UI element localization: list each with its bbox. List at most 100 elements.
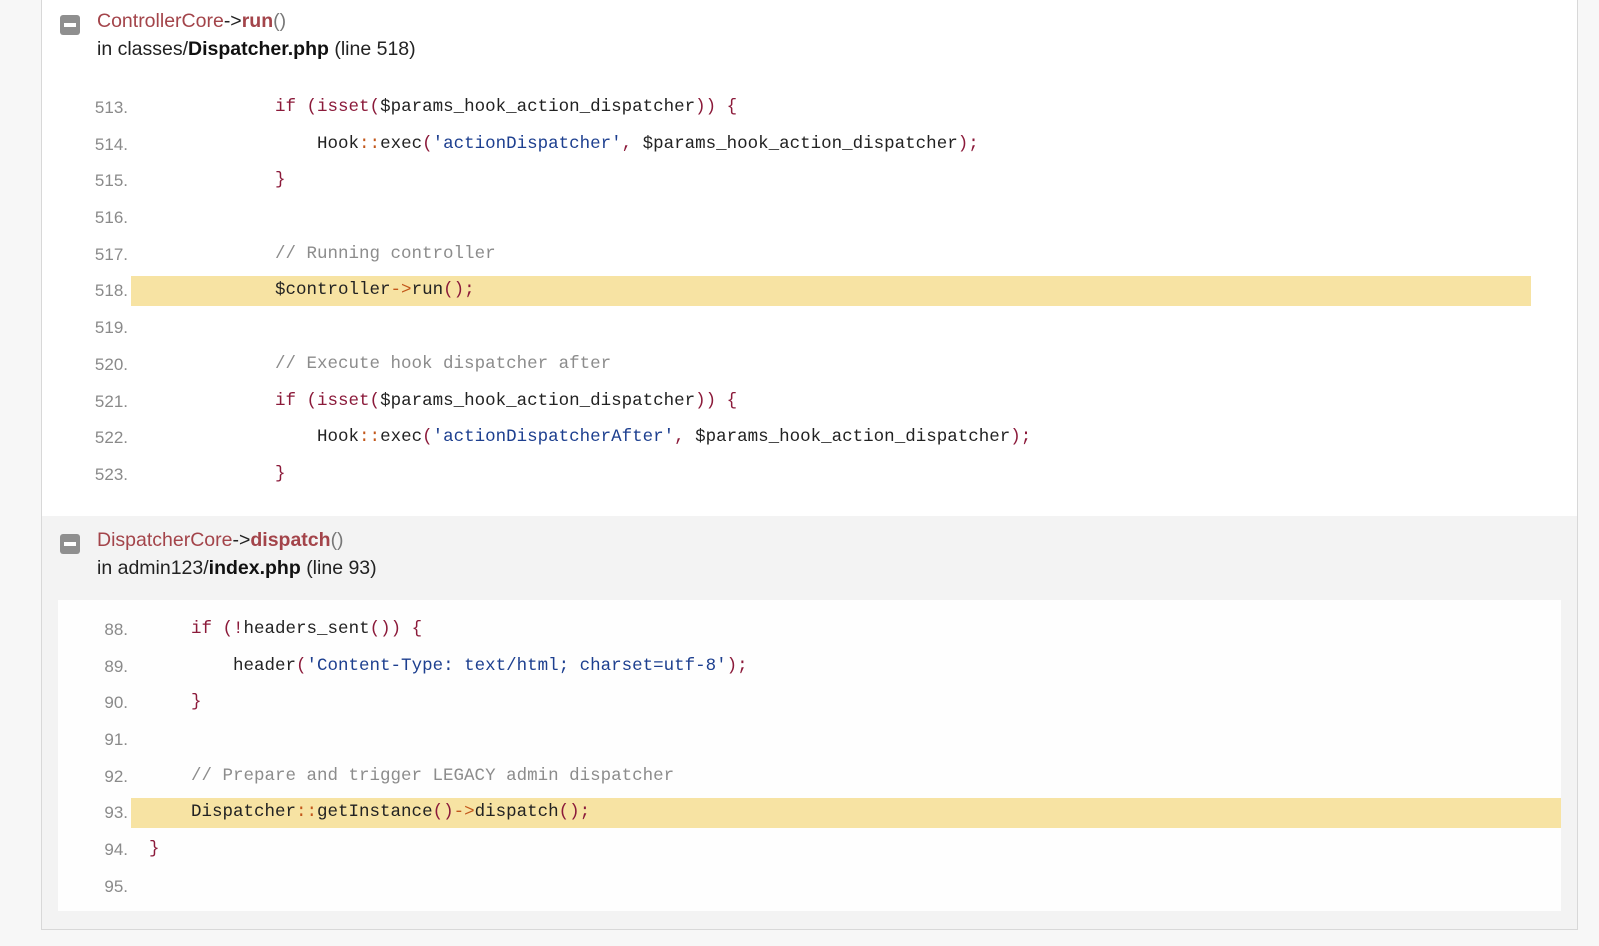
code-token: ::: [359, 427, 381, 448]
code-token: dispatch: [474, 802, 559, 823]
highlighted-line: [131, 276, 1531, 307]
code-line: 93. Dispatcher::getInstance()->dispatch(…: [58, 795, 1561, 832]
line-number: 520.: [94, 354, 128, 374]
code-line: 95.: [58, 869, 1561, 906]
code-token: ::: [296, 802, 318, 823]
line-number: 95.: [104, 876, 128, 896]
arrow: ->: [223, 10, 242, 32]
code-token: }: [275, 170, 286, 191]
code-text: if (isset($params_hook_action_dispatcher…: [149, 97, 737, 117]
code-token: (): [432, 802, 454, 823]
code-token: );: [726, 655, 748, 676]
class-name: DispatcherCore: [97, 529, 233, 551]
code-token: );: [1010, 427, 1032, 448]
file-name: index.php: [208, 557, 301, 579]
highlighted-line: [131, 798, 1561, 829]
line-number: 89.: [104, 656, 128, 676]
code-line: 515. }: [42, 163, 1577, 200]
code-token: (: [422, 133, 433, 154]
code-text: }: [149, 839, 160, 859]
stack-frame-controller-run: ControllerCore->run() in classes/Dispatc…: [42, 0, 1577, 516]
code-token: $params_hook_action_dispatcher: [642, 133, 958, 154]
code-token: [149, 391, 275, 411]
code-token: ::: [359, 133, 381, 154]
code-token: // Execute hook dispatcher after: [275, 353, 612, 374]
code-token: }: [275, 463, 286, 484]
code-snippet: 88. if (!headers_sent()) {89. header('Co…: [58, 600, 1561, 911]
code-line: 521. if (isset($params_hook_action_dispa…: [42, 384, 1577, 421]
code-token: ,: [674, 427, 696, 448]
code-token: )) {: [695, 390, 738, 411]
line-number: 93.: [104, 803, 128, 823]
collapse-icon[interactable]: [60, 534, 80, 554]
code-token: // Prepare and trigger LEGACY admin disp…: [191, 765, 675, 786]
method-name: dispatch: [250, 529, 331, 551]
code-text: // Execute hook dispatcher after: [149, 354, 611, 374]
code-text: $controller->run();: [149, 280, 475, 300]
code-token: if: [275, 390, 307, 411]
code-token: 'Content-Type: text/html; charset=utf-8': [306, 655, 727, 676]
code-text: header('Content-Type: text/html; charset…: [149, 656, 748, 676]
code-token: exec: [380, 427, 423, 448]
method-name: run: [241, 10, 274, 32]
code-line: 523. }: [42, 457, 1577, 494]
line-number: 523.: [94, 464, 128, 484]
code-line: 90. }: [58, 685, 1561, 722]
code-token: (!: [222, 619, 244, 639]
location-prefix: in admin123/: [97, 557, 209, 579]
arrow: ->: [232, 529, 251, 551]
code-token: }: [191, 692, 202, 713]
collapse-icon[interactable]: [60, 15, 80, 35]
code-token: 'actionDispatcher': [432, 133, 622, 154]
code-line: 519.: [42, 310, 1577, 347]
code-token: $params_hook_action_dispatcher: [695, 427, 1011, 448]
line-number: 94.: [104, 840, 128, 860]
code-token: (isset(: [306, 390, 381, 411]
line-number: (line 93): [306, 557, 377, 579]
code-line: 522. Hook::exec('actionDispatcherAfter',…: [42, 420, 1577, 457]
code-token: );: [957, 133, 979, 154]
code-token: Dispatcher: [149, 802, 297, 823]
code-token: )) {: [695, 97, 738, 117]
code-token: Hook: [149, 133, 360, 154]
code-text: // Prepare and trigger LEGACY admin disp…: [149, 766, 674, 786]
frame-title: DispatcherCore->dispatch(): [97, 529, 344, 552]
code-token: (isset(: [306, 97, 381, 117]
line-number: 514.: [94, 134, 128, 154]
code-token: [149, 97, 275, 117]
code-line: 520. // Execute hook dispatcher after: [42, 347, 1577, 384]
code-token: $params_hook_action_dispatcher: [380, 97, 696, 117]
code-token: exec: [380, 133, 423, 154]
code-token: 'actionDispatcherAfter': [432, 427, 675, 448]
code-line: 517. // Running controller: [42, 237, 1577, 274]
line-number: 519.: [94, 318, 128, 338]
stack-frame-dispatcher-dispatch: DispatcherCore->dispatch() in admin123/i…: [42, 516, 1577, 929]
code-line: 518. $controller->run();: [42, 273, 1577, 310]
code-token: getInstance: [317, 802, 433, 823]
code-text: // Running controller: [149, 244, 496, 264]
stack-trace-panel: ControllerCore->run() in classes/Dispatc…: [41, 0, 1578, 930]
frame-title: ControllerCore->run(): [97, 10, 286, 33]
line-number: 517.: [94, 244, 128, 264]
code-line: 516.: [42, 200, 1577, 237]
line-number: 90.: [104, 693, 128, 713]
code-token: [149, 464, 275, 484]
parens: (): [273, 10, 287, 32]
code-token: header: [149, 655, 297, 676]
code-token: run: [411, 280, 444, 301]
code-token: ()) {: [369, 619, 423, 639]
code-token: [149, 619, 191, 639]
frame-location: in admin123/index.php (line 93): [97, 557, 377, 580]
code-token: $controller: [149, 280, 391, 301]
code-line: 514. Hook::exec('actionDispatcher', $par…: [42, 127, 1577, 164]
code-text: }: [149, 170, 286, 190]
code-token: ->: [453, 802, 475, 823]
code-token: if: [191, 619, 223, 639]
frame-location: in classes/Dispatcher.php (line 518): [97, 38, 416, 61]
code-token: ();: [558, 802, 591, 823]
code-token: ,: [621, 133, 643, 154]
line-number: 88.: [104, 620, 128, 639]
line-number: 522.: [94, 428, 128, 448]
code-line: 89. header('Content-Type: text/html; cha…: [58, 649, 1561, 686]
code-token: ();: [443, 280, 475, 301]
